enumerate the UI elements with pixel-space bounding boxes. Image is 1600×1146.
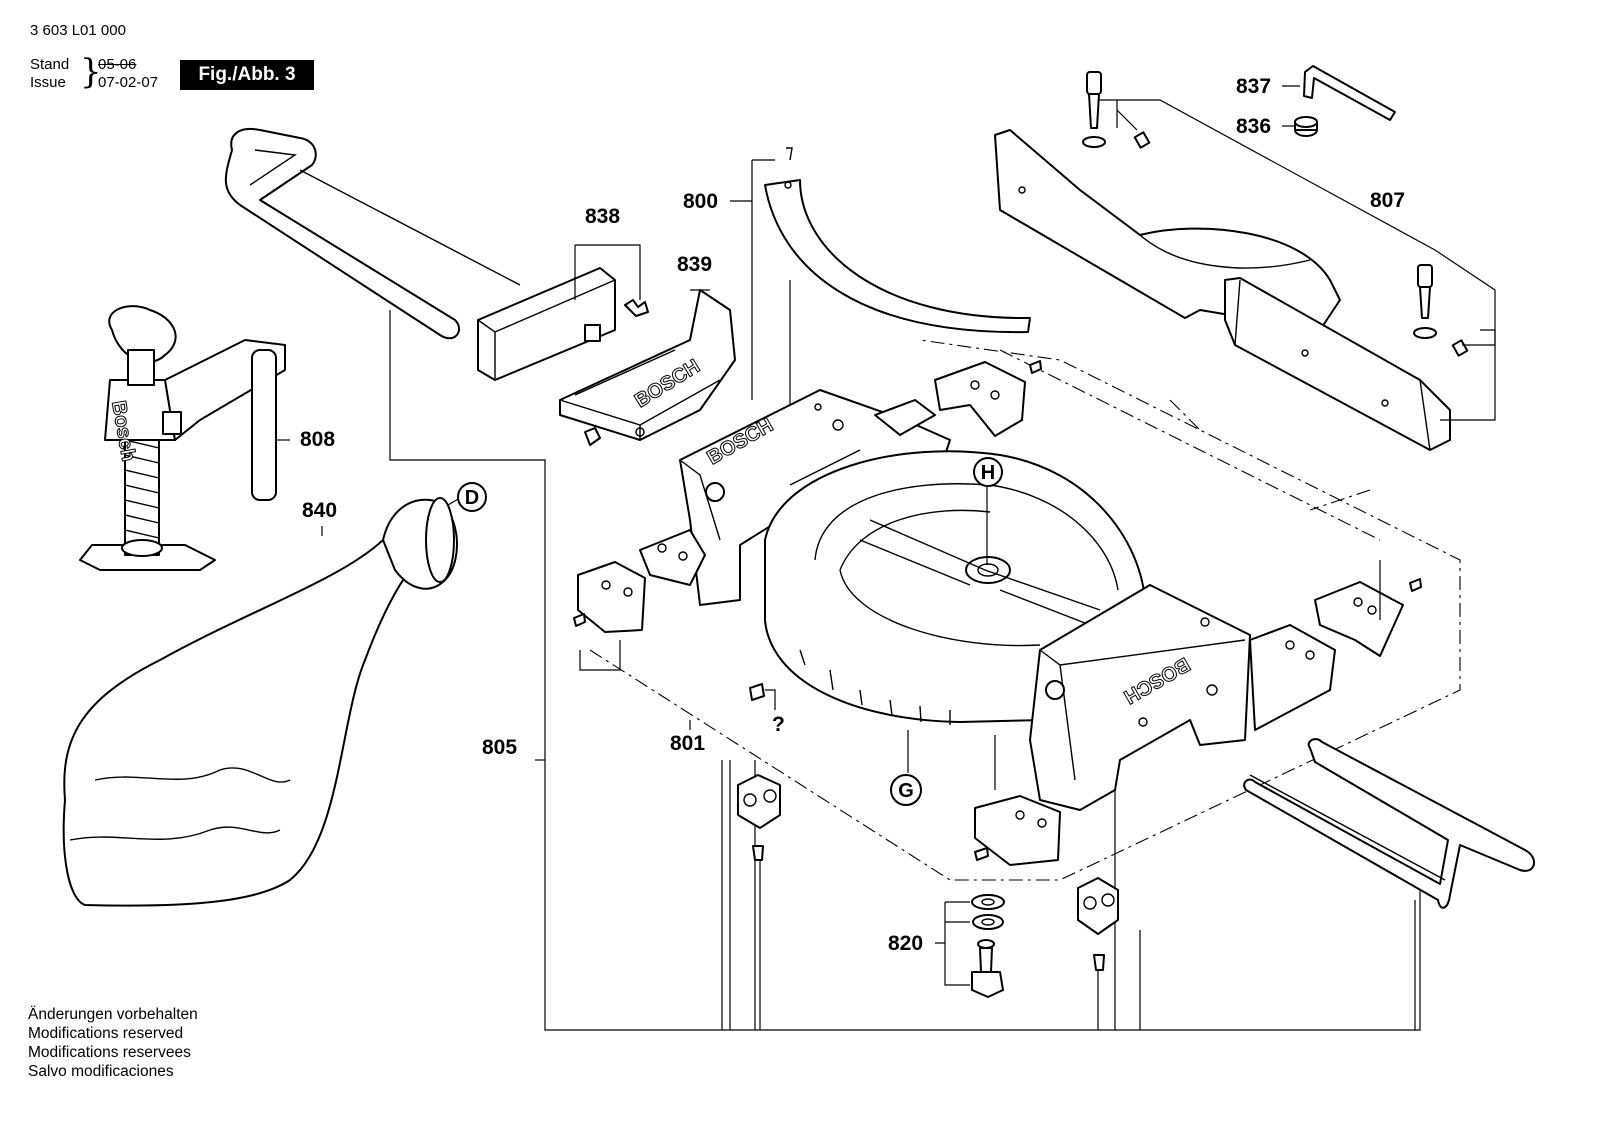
detail-circle-G [890,774,922,806]
issue-label: Issue [30,74,66,91]
base-feet [577,361,1404,866]
notice-line: Änderungen vorbehalten [28,1006,198,1023]
part-label-807: 807 [1370,189,1405,212]
workpiece-stop: BOSCH [559,289,736,446]
bolt-with-washers [971,894,1005,998]
mounting-brackets [737,774,1119,935]
modifications-notice: Änderungen vorbehalten Modifications res… [28,1005,198,1081]
stand-value: 05-06 [98,56,137,73]
detail-label-D: D [465,487,479,509]
notice-line: Salvo modificaciones [28,1063,174,1080]
detail-label-G: G [898,780,914,802]
detail-circle-H [973,457,1003,487]
dust-bag [62,497,458,907]
extension-rod-right [1243,738,1535,909]
part-label-837: 837 [1236,75,1271,98]
part-label-840: 840 [302,499,337,522]
extension-rod-left [224,128,521,340]
saw-base: BOSCH BOSCH [639,389,1336,811]
leader-805 [389,310,1421,1031]
small-screws [573,360,1422,971]
part-label-805: 805 [482,736,517,759]
detail-label-H: H [981,462,995,484]
fence-bolts [1082,71,1469,357]
notice-line: Modifications reservees [28,1044,191,1061]
assembly-outline [589,339,1461,881]
fence [994,129,1451,451]
part-label-820: 820 [888,932,923,955]
notice-line: Modifications reserved [28,1025,184,1042]
document-number: 3 603 L01 000 [30,22,126,39]
hex-key [1303,65,1396,121]
part-label-unknown: ? [772,713,785,736]
detail-circle-D [457,482,487,512]
cap-nut [1294,116,1318,137]
issue-value: 07-02-07 [98,74,159,91]
figure-badge: Fig./Abb. 3 [180,60,314,90]
part-label-838: 838 [585,205,620,228]
part-label-836: 836 [1236,115,1271,138]
brace-glyph: } [80,52,102,92]
stand-label: Stand [30,56,70,73]
part-label-839: 839 [677,253,712,276]
part-label-801: 801 [670,732,705,755]
part-label-800: 800 [683,190,718,213]
material-clamp: Bosch [79,305,286,571]
part-label-808: 808 [300,428,335,451]
rod-support [477,267,649,381]
